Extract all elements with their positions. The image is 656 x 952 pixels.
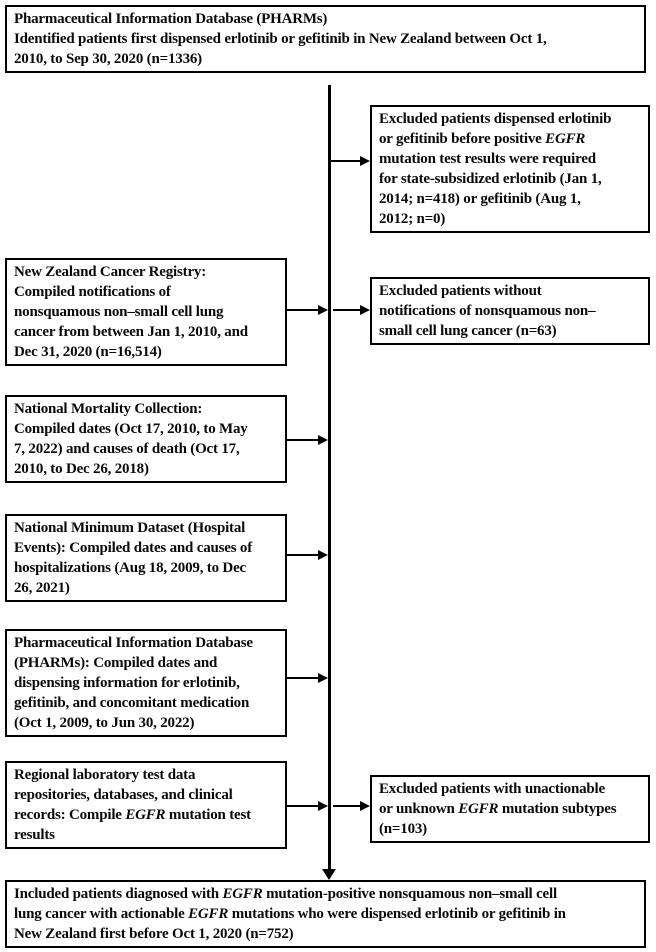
right-arrowhead-icon: [318, 550, 328, 560]
right-arrowhead-icon: [318, 673, 328, 683]
box-excluded-unactionable-egfr: Excluded patients with unactionable or u…: [370, 775, 650, 843]
box-excluded-pre-subsidy: Excluded patients dispensed erlotinib or…: [370, 105, 650, 233]
box-national-mortality-collection: National Mortality Collection: Compiled …: [5, 395, 287, 483]
down-arrowhead-icon: [322, 869, 336, 880]
right-arrowhead-icon: [318, 435, 328, 445]
arrow-line-mortality-to-trunk: [287, 439, 318, 441]
arrow-line-lab-to-trunk: [287, 805, 318, 807]
arrow-line-to-exclusion-3: [333, 805, 360, 807]
arrow-line-to-exclusion-2: [333, 309, 360, 311]
box-nz-cancer-registry: New Zealand Cancer Registry: Compiled no…: [5, 258, 287, 366]
right-arrowhead-icon: [360, 801, 370, 811]
arrow-line-hospital-to-trunk: [287, 554, 318, 556]
box-excluded-no-nonsquamous: Excluded patients without notifications …: [370, 277, 650, 345]
main-flow-line: [328, 85, 331, 869]
box-pharms-identification: Pharmaceutical Information Database (PHA…: [5, 5, 646, 73]
box-national-minimum-dataset: National Minimum Dataset (Hospital Event…: [5, 514, 287, 602]
arrow-line-to-exclusion-1: [331, 160, 360, 162]
arrow-line-pharms-to-trunk: [287, 677, 318, 679]
right-arrowhead-icon: [360, 305, 370, 315]
right-arrowhead-icon: [318, 305, 328, 315]
right-arrowhead-icon: [360, 156, 370, 166]
arrow-line-registry-to-trunk: [287, 309, 318, 311]
right-arrowhead-icon: [318, 801, 328, 811]
box-included-final: Included patients diagnosed with EGFR mu…: [5, 880, 646, 948]
box-regional-lab-records: Regional laboratory test data repositori…: [5, 761, 287, 849]
box-pharms-dispensing: Pharmaceutical Information Database (PHA…: [5, 629, 287, 737]
